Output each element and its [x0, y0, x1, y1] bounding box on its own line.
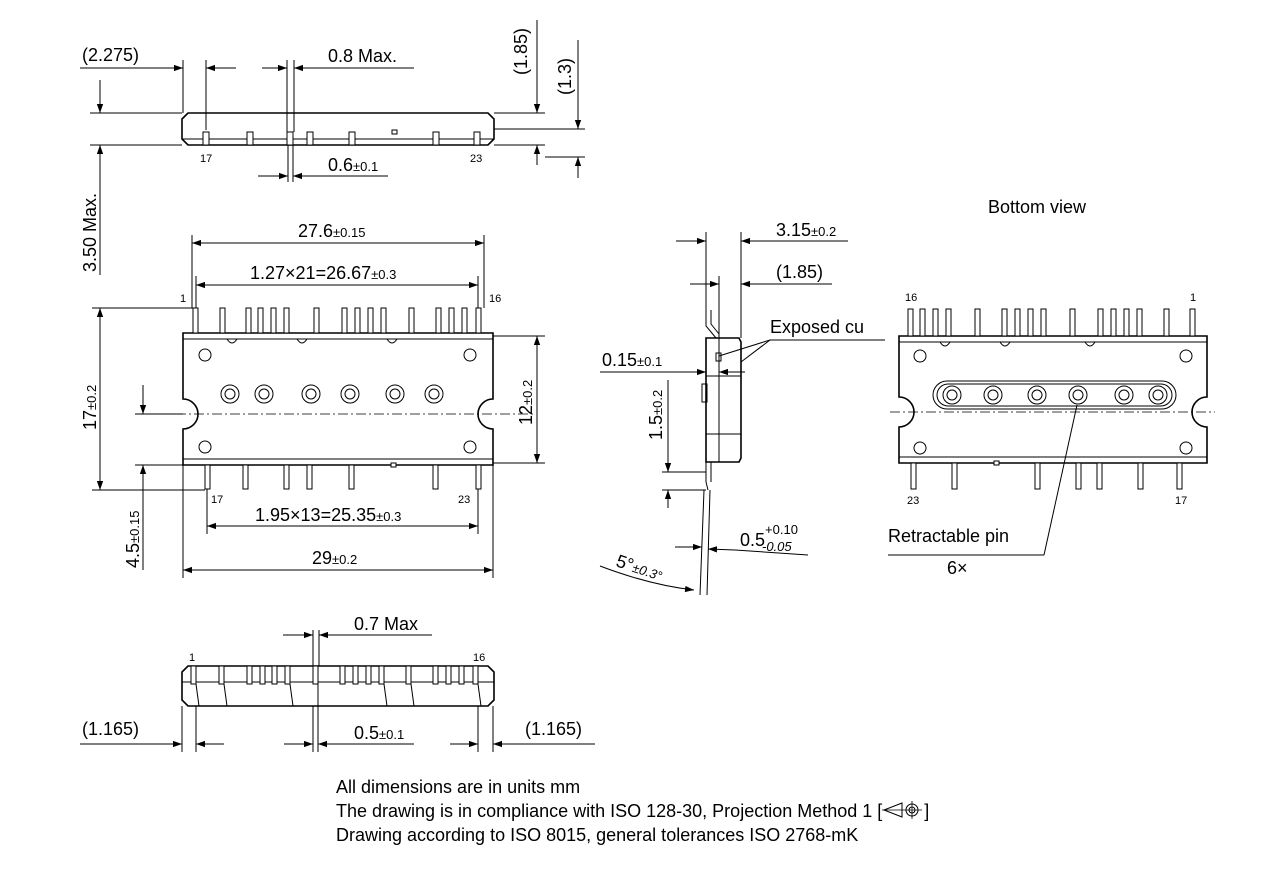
dim-05-lower: 0.5 [354, 723, 379, 743]
dim-15-tol: ±0.2 [650, 390, 665, 415]
dim-2275: (2.275) [82, 45, 139, 65]
svg-text:0.15±0.1: 0.15±0.1 [602, 350, 662, 370]
top-pin-17-label: 17 [200, 153, 212, 165]
top-view: 17 23 (2.275) 0.8 Max. 0.6±0.1 (1.85) (1… [80, 20, 585, 275]
dim-08-max: 0.8 Max. [328, 46, 397, 66]
dim-185-top: (1.85) [511, 28, 531, 75]
retractable-pin-strip [932, 380, 1177, 410]
bottom-view-title: Bottom view [988, 197, 1087, 217]
bottom-view: Bottom view [888, 197, 1215, 578]
dim-06: 0.6 [328, 155, 353, 175]
dim-315-tol: ±0.2 [811, 224, 836, 239]
projection-method-icon [882, 801, 923, 819]
lower-pin-16-label: 16 [473, 652, 485, 664]
dim-015: 0.15 [602, 350, 637, 370]
dim-12-tol: ±0.2 [520, 380, 535, 405]
dim-07-max: 0.7 Max [354, 614, 418, 634]
angle-5: 5° [614, 551, 637, 575]
mounting-hole-icon [198, 440, 212, 454]
front-view-pads [220, 384, 444, 404]
note-projection-text: The drawing is in compliance with ISO 12… [336, 801, 883, 821]
svg-text:0.6±0.1: 0.6±0.1 [328, 155, 378, 175]
svg-text:0.5+0.10: 0.5+0.10 [740, 522, 798, 550]
dim-315: 3.15 [776, 220, 811, 240]
mounting-hole-icon [463, 348, 477, 362]
bottom-view-pads [942, 385, 1168, 405]
front-pin-17-label: 17 [211, 494, 223, 506]
dim-185-side: (1.85) [776, 262, 823, 282]
dim-06-tol: ±0.1 [353, 159, 378, 174]
bottom-pin-1-label: 1 [1190, 292, 1196, 304]
dim-pitch-top-tol: ±0.3 [371, 267, 396, 282]
mounting-hole-icon [198, 348, 212, 362]
dim-05-tol-lower: -0.05 [762, 539, 792, 554]
bottom-pin-16-label: 16 [905, 292, 917, 304]
dim-276: 27.6 [298, 221, 333, 241]
bottom-view-top-pins [907, 308, 1196, 337]
dim-15: 1.5 [646, 415, 666, 440]
svg-text:27.6±0.15: 27.6±0.15 [298, 221, 365, 241]
front-view-bottom-pins [204, 462, 482, 490]
bottom-view-body [898, 335, 1208, 464]
dim-29: 29 [312, 548, 332, 568]
retractable-pin-label: Retractable pin [888, 526, 1009, 546]
lower-view-body [181, 665, 495, 707]
top-view-pins [202, 129, 481, 146]
dim-29-tol: ±0.2 [332, 552, 357, 567]
svg-text:29±0.2: 29±0.2 [312, 548, 357, 568]
svg-text:17±0.2: 17±0.2 [80, 385, 100, 430]
side-view-body [705, 337, 742, 463]
svg-text:1.95×13=25.35±0.3: 1.95×13=25.35±0.3 [255, 505, 401, 525]
side-view: 3.15±0.2 (1.85) Exposed cu 0.15±0.1 1.5±… [599, 220, 885, 596]
front-pin-1-label: 1 [180, 293, 186, 305]
dim-276-tol: ±0.15 [333, 225, 365, 240]
mounting-hole-icon [463, 440, 477, 454]
drawing-notes: All dimensions are in units mm The drawi… [336, 775, 929, 847]
dim-05-side: 0.5 [740, 530, 765, 550]
dim-pitch-bottom-tol: ±0.3 [376, 509, 401, 524]
lower-view: 1 16 0.7 Max (1.165) 0.5±0.1 (1.165) [80, 614, 595, 752]
dim-17-tol: ±0.2 [84, 385, 99, 410]
top-view-body [181, 112, 495, 146]
bottom-view-bottom-pins [910, 460, 1183, 490]
dim-45: 4.5 [123, 543, 143, 568]
svg-text:0.5±0.1: 0.5±0.1 [354, 723, 404, 743]
dim-pitch-top: 1.27×21=26.67 [250, 263, 371, 283]
retractable-pin-count: 6× [947, 558, 968, 578]
svg-text:3.15±0.2: 3.15±0.2 [776, 220, 836, 240]
dim-1165-right: (1.165) [525, 719, 582, 739]
angle-tol: ±0.3° [630, 560, 664, 584]
dim-350-max: 3.50 Max. [80, 193, 100, 272]
front-pin-16-label: 16 [489, 293, 501, 305]
dim-13: (1.3) [555, 58, 575, 95]
svg-text:1.5±0.2: 1.5±0.2 [646, 390, 666, 440]
dim-015-tol: ±0.1 [637, 354, 662, 369]
top-pin-23-label: 23 [470, 153, 482, 165]
dim-12: 12 [516, 405, 536, 425]
note-units: All dimensions are in units mm [336, 777, 581, 797]
front-view: 1 16 17 23 27.6±0.15 1.27×21=26.67±0.3 1… [80, 221, 545, 578]
dim-45-tol: ±0.15 [127, 511, 142, 543]
lower-pin-1-label: 1 [189, 652, 195, 664]
dim-pitch-bottom: 1.95×13=25.35 [255, 505, 376, 525]
svg-text:4.5±0.15: 4.5±0.15 [123, 511, 143, 568]
svg-text:12±0.2: 12±0.2 [516, 380, 536, 425]
note-projection: The drawing is in compliance with ISO 12… [336, 799, 929, 823]
bottom-pin-17-label: 17 [1175, 495, 1187, 507]
front-view-top-pins [192, 307, 482, 334]
svg-text:1.27×21=26.67±0.3: 1.27×21=26.67±0.3 [250, 263, 396, 283]
dim-05-tol-upper: +0.10 [765, 522, 798, 537]
note-tolerances: Drawing according to ISO 8015, general t… [336, 825, 859, 845]
dim-1165-left: (1.165) [82, 719, 139, 739]
bottom-pin-23-label: 23 [907, 495, 919, 507]
exposed-cu-label: Exposed cu [770, 317, 864, 337]
dim-17: 17 [80, 410, 100, 430]
dim-05-lower-tol: ±0.1 [379, 727, 404, 742]
front-pin-23-label: 23 [458, 494, 470, 506]
lower-view-pins [190, 665, 479, 685]
note-projection-end: ] [924, 801, 930, 821]
